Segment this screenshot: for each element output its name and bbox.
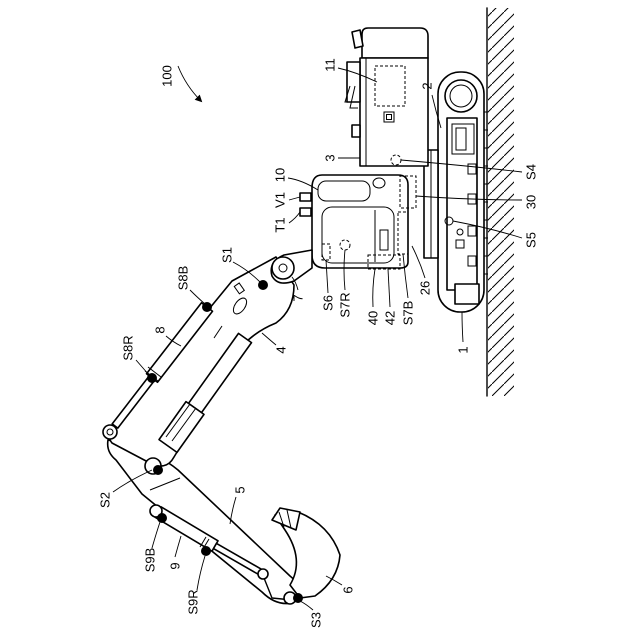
label-4: 4 bbox=[274, 346, 289, 353]
label-s6: S6 bbox=[321, 295, 336, 311]
drive-sprocket bbox=[455, 284, 479, 304]
upper-swing-body bbox=[345, 28, 428, 166]
sensor-t1 bbox=[300, 208, 311, 216]
sensor-v1 bbox=[300, 193, 311, 201]
label-100: 100 bbox=[160, 65, 175, 87]
label-s4: S4 bbox=[524, 164, 539, 180]
sensor-s9r-dot bbox=[201, 546, 211, 556]
ground bbox=[487, 8, 514, 396]
label-s8r: S8R bbox=[121, 335, 136, 360]
label-1: 1 bbox=[456, 346, 471, 353]
label-40: 40 bbox=[366, 311, 381, 325]
bucket-link-pin bbox=[258, 569, 268, 579]
label-11: 11 bbox=[323, 58, 338, 72]
label-s7r: S7R bbox=[338, 292, 353, 317]
label-s8b: S8B bbox=[176, 266, 191, 291]
label-10: 10 bbox=[273, 168, 288, 182]
sensor-s2-dot bbox=[153, 465, 163, 475]
exhaust-unit bbox=[347, 62, 360, 102]
label-42: 42 bbox=[383, 311, 398, 325]
crawler-track bbox=[438, 72, 488, 312]
label-26: 26 bbox=[418, 281, 433, 295]
boom-foot bbox=[271, 250, 312, 283]
label-7: 7 bbox=[291, 294, 306, 301]
label-s1: S1 bbox=[220, 247, 235, 263]
label-s9b: S9B bbox=[143, 548, 158, 573]
arrow-100 bbox=[178, 66, 201, 101]
label-3: 3 bbox=[323, 154, 338, 161]
sensor-s8b-dot bbox=[202, 302, 212, 312]
label-s5: S5 bbox=[524, 232, 539, 248]
label-2: 2 bbox=[420, 82, 435, 89]
counterweight bbox=[362, 28, 428, 58]
arm bbox=[108, 440, 302, 604]
arm-cylinder-rod-pin bbox=[103, 425, 117, 439]
label-s2: S2 bbox=[98, 492, 113, 508]
label-5: 5 bbox=[233, 486, 248, 493]
label-9: 9 bbox=[168, 562, 183, 569]
label-s3: S3 bbox=[309, 612, 324, 628]
label-s9r: S9R bbox=[186, 589, 201, 614]
label-t1: T1 bbox=[273, 217, 288, 232]
sensor-s9b-dot bbox=[157, 513, 167, 523]
label-8: 8 bbox=[153, 326, 168, 333]
label-v1: V1 bbox=[273, 192, 288, 208]
boom-foot-pin bbox=[272, 257, 294, 279]
label-30: 30 bbox=[524, 195, 539, 209]
label-6: 6 bbox=[341, 586, 356, 593]
label-s7b: S7B bbox=[401, 301, 416, 326]
